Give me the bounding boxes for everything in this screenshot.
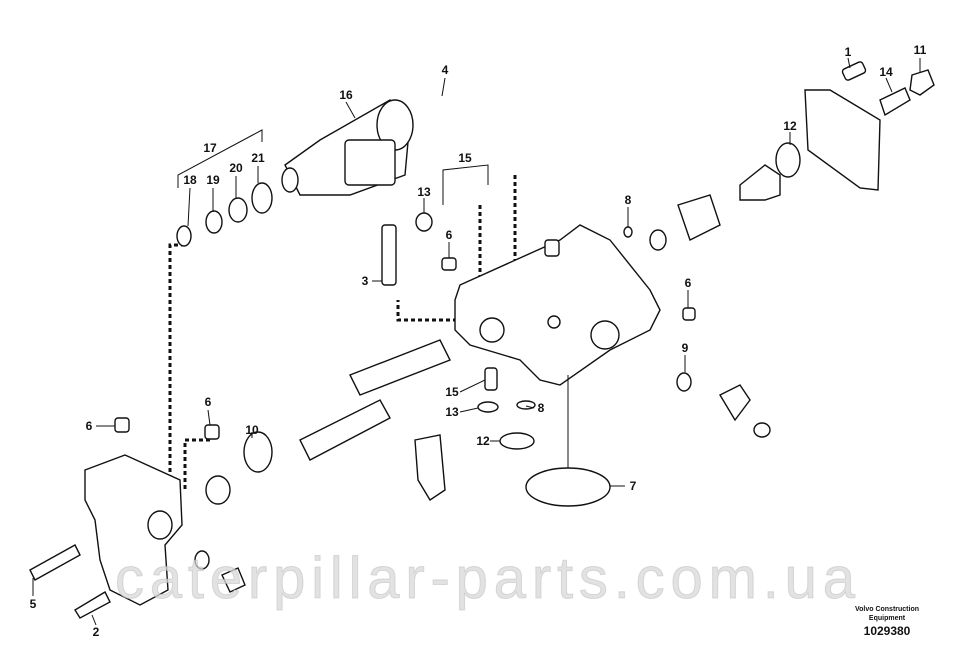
callout: 2 bbox=[93, 625, 100, 639]
solenoid-valve bbox=[281, 99, 414, 196]
callout: 18 bbox=[183, 173, 197, 187]
callout: 11 bbox=[914, 43, 927, 57]
callout: 17 bbox=[203, 141, 217, 155]
callout: 7 bbox=[630, 479, 637, 493]
callout: 20 bbox=[229, 161, 243, 175]
callout: 6 bbox=[446, 228, 453, 242]
callout: 12 bbox=[476, 434, 490, 448]
brand-line-2: Equipment bbox=[869, 615, 906, 622]
callout: 12 bbox=[783, 119, 797, 133]
brand-line-1: Volvo Construction bbox=[855, 606, 919, 613]
end-cover bbox=[623, 61, 935, 251]
callout: 4 bbox=[442, 63, 449, 77]
leader-lines bbox=[32, 57, 921, 626]
spools bbox=[205, 212, 771, 507]
callout: 1 bbox=[845, 45, 852, 59]
callout: 16 bbox=[339, 88, 353, 102]
callout: 10 bbox=[245, 423, 259, 437]
watermark: caterpillar-parts.com.ua bbox=[115, 546, 856, 611]
callout: 15 bbox=[458, 151, 472, 165]
callout: 14 bbox=[879, 65, 893, 79]
callout: 6 bbox=[685, 276, 692, 290]
callout: 8 bbox=[625, 193, 632, 207]
callout: 21 bbox=[251, 151, 265, 165]
callout: 8 bbox=[538, 401, 545, 415]
callout: 6 bbox=[86, 419, 93, 433]
callout: 9 bbox=[682, 341, 689, 355]
drawing-number: 1029380 bbox=[864, 624, 911, 638]
callout-labels: 1 11 14 12 16 4 17 18 19 20 21 15 13 8 6… bbox=[30, 43, 927, 639]
callout: 5 bbox=[30, 597, 37, 611]
callout: 6 bbox=[205, 395, 212, 409]
callout: 13 bbox=[445, 405, 459, 419]
valve-housing bbox=[454, 224, 661, 386]
callout: 19 bbox=[206, 173, 220, 187]
pilot-valve-block bbox=[29, 417, 246, 619]
callout: 15 bbox=[445, 385, 459, 399]
callout: 13 bbox=[417, 185, 431, 199]
callout: 3 bbox=[362, 274, 369, 288]
seal-rings bbox=[176, 182, 273, 247]
